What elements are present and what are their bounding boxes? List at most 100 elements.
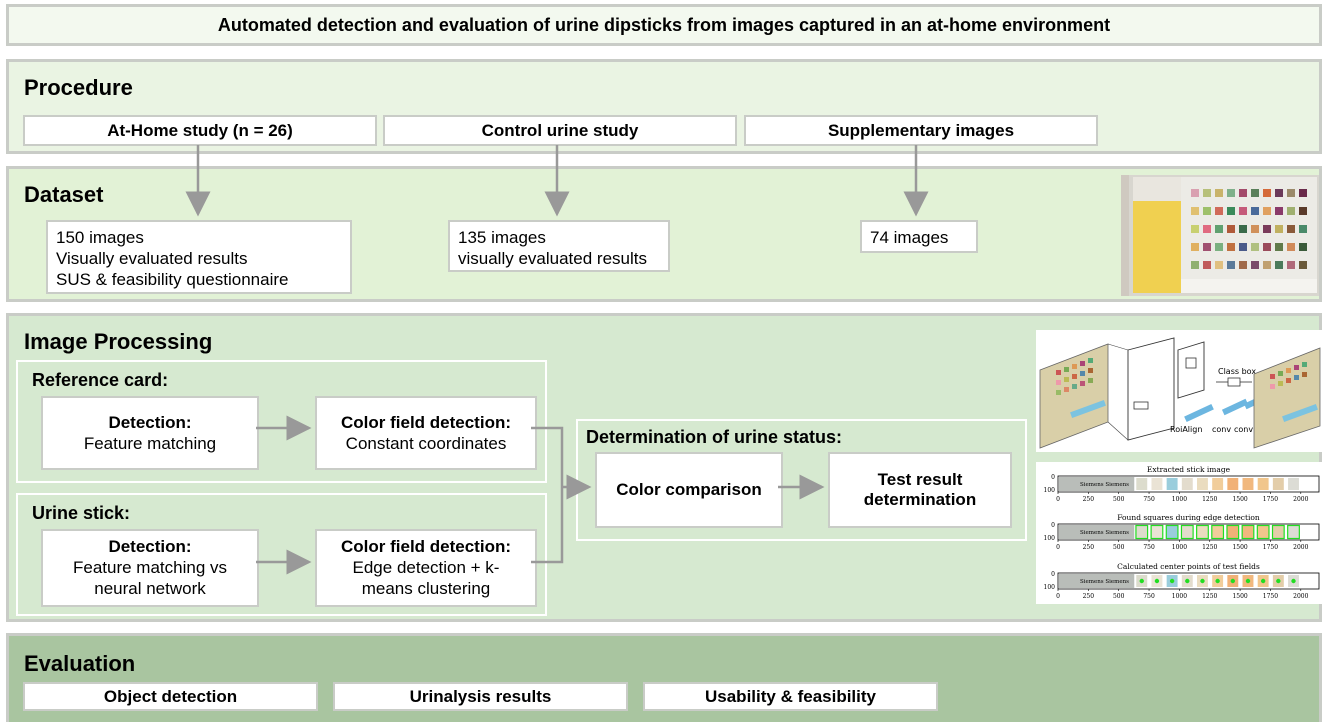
test-field [1242, 478, 1254, 490]
x-tick-label: 750 [1143, 593, 1155, 600]
image-processing-heading: Image Processing [24, 329, 213, 354]
study-athome: At-Home study (n = 26) [23, 115, 377, 146]
center-point [1154, 578, 1160, 584]
dataset-panel: Dataset 150 images Visually evaluated re… [6, 166, 1322, 302]
center-point [1169, 578, 1175, 584]
y-tick-label: 0 [1051, 571, 1055, 578]
stick-detection-text: Feature matching vs [72, 558, 227, 577]
stick-colorfield-title: Color field detection: [341, 537, 511, 556]
detected-square [1196, 524, 1209, 540]
dataset-home-line: 150 images [56, 228, 144, 247]
x-tick-label: 1750 [1263, 593, 1278, 600]
center-point [1185, 578, 1190, 584]
test-field [1151, 478, 1163, 490]
center-point [1200, 578, 1205, 584]
stick-label: Siemens Siemens [1080, 579, 1129, 585]
x-tick-label: 1750 [1263, 496, 1278, 503]
detected-square [1256, 524, 1270, 540]
y-tick-label: 0 [1051, 522, 1055, 529]
x-tick-label: 2000 [1293, 593, 1308, 600]
urine-status-heading: Determination of urine status: [586, 427, 843, 447]
y-tick-label: 100 [1044, 584, 1056, 591]
dataset-supp-box: 74 images [860, 220, 978, 253]
test-field [1136, 478, 1148, 490]
class-box-label: Class box [1218, 367, 1256, 376]
detected-square [1135, 524, 1149, 540]
x-tick-label: 750 [1143, 496, 1155, 503]
x-tick-label: 1500 [1232, 593, 1247, 600]
test-field [1136, 526, 1148, 538]
stick-handle [1059, 525, 1135, 539]
detected-square [1226, 524, 1240, 540]
plot-title: Calculated center points of test fields [1117, 562, 1260, 571]
neural-network-figure: Class box RoiAlign conv conv [1036, 330, 1324, 452]
test-field [1166, 526, 1178, 538]
x-tick-label: 500 [1113, 544, 1125, 551]
eval-object-detection: Object detection [23, 682, 318, 711]
detected-square [1150, 524, 1164, 540]
x-tick-label: 0 [1056, 593, 1060, 600]
reference-detection-box: Detection: Feature matching [41, 396, 259, 470]
test-field [1227, 478, 1239, 490]
test-field [1272, 526, 1284, 538]
detected-square [1180, 524, 1194, 540]
urine-stick-group: Urine stick: Detection: Feature matching… [16, 493, 547, 616]
x-tick-label: 500 [1113, 593, 1125, 600]
dataset-home-line: Visually evaluated results [56, 249, 248, 268]
test-result-box: Test result determination [828, 452, 1012, 528]
title-bar: Automated detection and evaluation of ur… [6, 4, 1322, 46]
test-field [1288, 526, 1299, 538]
reference-colorfield-box: Color field detection: Constant coordina… [315, 396, 537, 470]
test-field [1257, 478, 1269, 490]
stick-colorfield-box: Color field detection: Edge detection + … [315, 529, 537, 607]
x-tick-label: 1000 [1172, 544, 1187, 551]
test-result-line: Test result [877, 470, 963, 489]
detected-square [1271, 524, 1285, 540]
test-field [1151, 526, 1163, 538]
x-tick-label: 1750 [1263, 544, 1278, 551]
procedure-panel: Procedure At-Home study (n = 26) Control… [6, 59, 1322, 154]
urine-stick-heading: Urine stick: [32, 503, 131, 523]
x-tick-label: 0 [1056, 496, 1060, 503]
reference-card-heading: Reference card: [32, 370, 169, 390]
test-field [1212, 478, 1224, 490]
stick-handle [1059, 477, 1135, 491]
center-point [1291, 578, 1296, 584]
test-result-line: determination [863, 490, 977, 509]
evaluation-panel: Evaluation Object detection Urinalysis r… [6, 633, 1322, 722]
detected-square [1241, 524, 1255, 540]
stick-label: Siemens Siemens [1080, 530, 1129, 536]
conv-label-2: conv [1234, 425, 1253, 434]
color-comparison-box: Color comparison [595, 452, 783, 528]
stick-colorfield-text: means clustering [361, 579, 491, 598]
dataset-home-line: SUS & feasibility questionnaire [56, 270, 289, 289]
test-field [1166, 478, 1178, 490]
y-tick-label: 100 [1044, 535, 1056, 542]
x-tick-label: 750 [1143, 544, 1155, 551]
reference-colorfield-text: Constant coordinates [345, 433, 507, 453]
center-point [1139, 578, 1144, 584]
x-tick-label: 1500 [1232, 544, 1247, 551]
dataset-heading: Dataset [24, 182, 104, 207]
reference-card-group: Reference card: Detection: Feature match… [16, 360, 547, 483]
test-field [1196, 526, 1208, 538]
stick-handle [1059, 574, 1135, 588]
eval-usability: Usability & feasibility [643, 682, 938, 711]
stick-colorfield-text: Edge detection + k- [352, 558, 500, 577]
y-tick-label: 0 [1051, 474, 1055, 481]
procedure-heading: Procedure [24, 75, 133, 100]
diagram-title: Automated detection and evaluation of ur… [217, 14, 1111, 35]
stick-detection-text: neural network [94, 579, 206, 598]
y-tick-label: 100 [1044, 487, 1056, 494]
reference-card-photo [1121, 175, 1319, 296]
x-tick-label: 250 [1083, 544, 1095, 551]
x-tick-label: 1250 [1202, 593, 1217, 600]
stick-label: Siemens Siemens [1080, 482, 1129, 488]
test-field [1272, 478, 1284, 490]
x-tick-label: 250 [1083, 593, 1095, 600]
test-field [1181, 478, 1193, 490]
test-field [1288, 478, 1299, 490]
center-point [1260, 578, 1266, 584]
x-tick-label: 1000 [1172, 593, 1187, 600]
